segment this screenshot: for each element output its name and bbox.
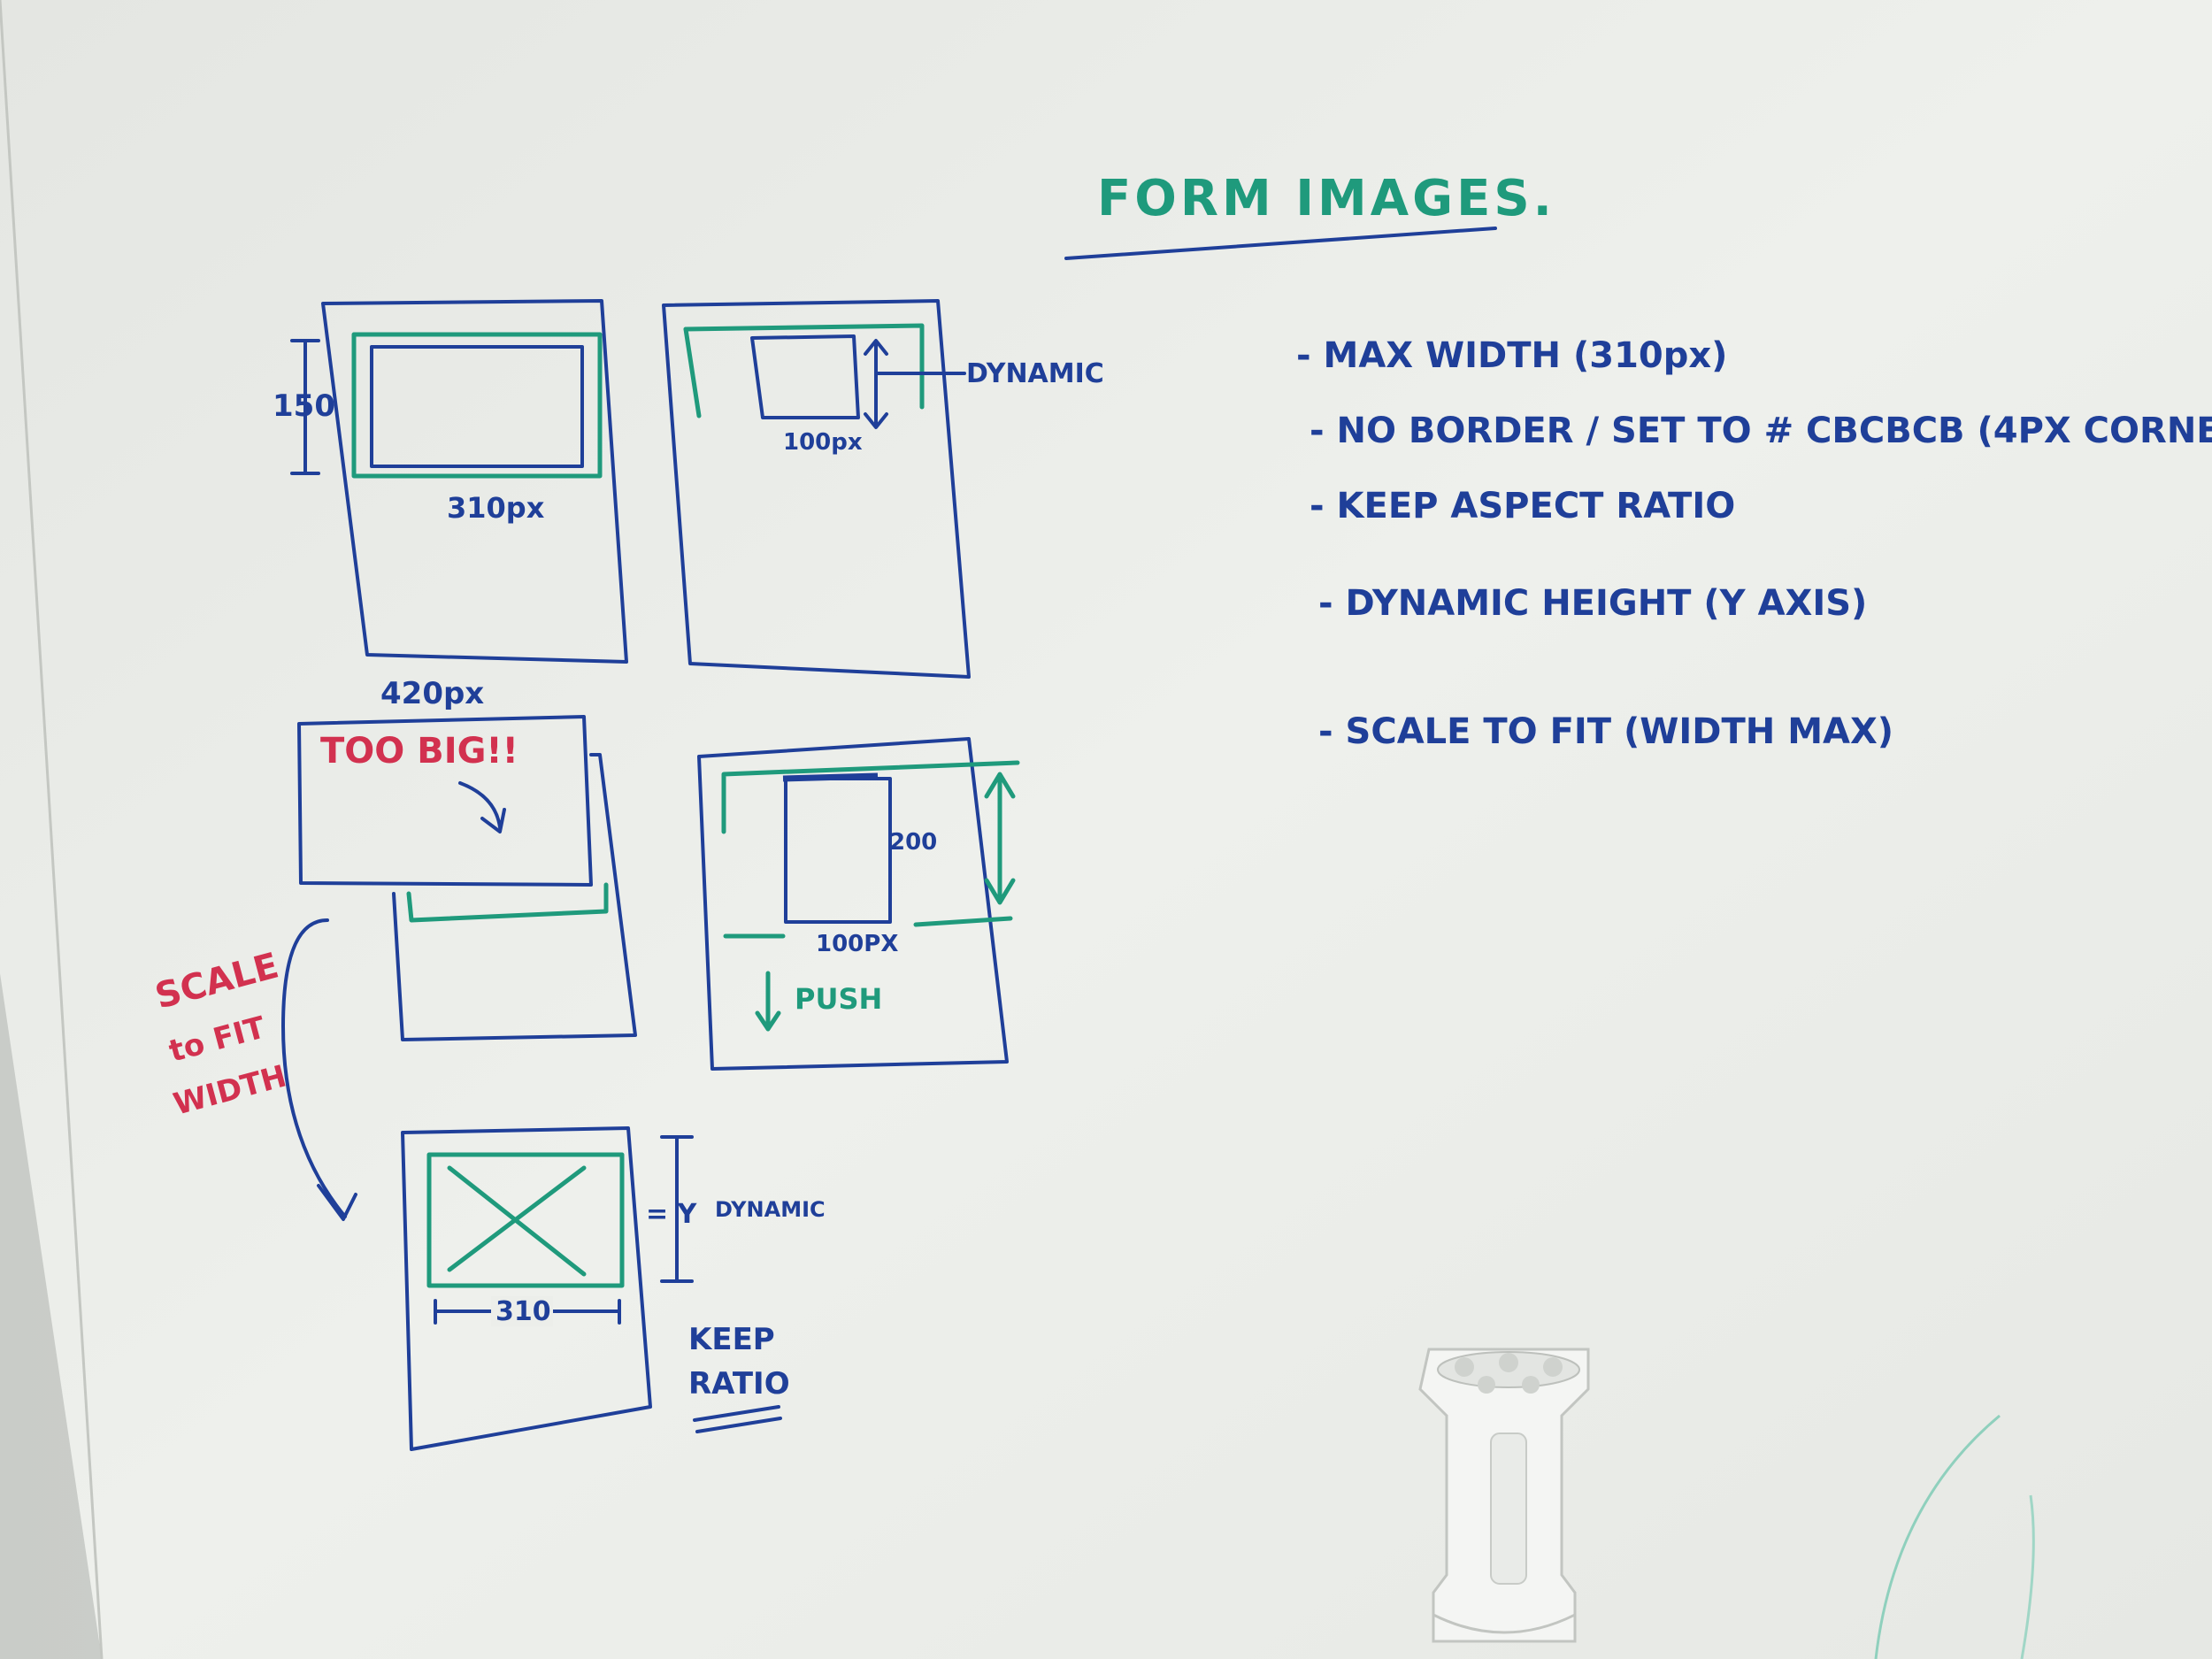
y-label: = Y [646,1199,698,1230]
page-title: FORM IMAGES. [1097,170,1555,227]
note-item: - NO BORDER / SET TO # CBCBCB (4PX CORNE… [1310,411,2212,451]
arrow [458,781,502,829]
sketch-max-width: 150 310px 420px [273,299,628,711]
height-label: 150 [273,388,335,424]
container-bottom [913,916,1013,927]
sketch-dynamic: DYNAMIC 100px [662,299,1104,679]
keep-label: KEEP [688,1322,775,1357]
form-frame [662,299,971,679]
board-edge [0,0,104,1659]
dynamic-label: DYNAMIC [715,1197,826,1222]
width-label: 310 [495,1296,551,1327]
note-item: - KEEP ASPECT RATIO [1310,486,1735,526]
width-label: 100px [783,429,863,456]
too-big-label: TOO BIG!! [320,731,518,772]
image-area [351,332,603,479]
form-frame [392,753,637,1041]
title-underline [1064,227,1497,260]
height-label: 200 [889,829,937,856]
outer-width-label: 420px [380,676,484,711]
marker-holder [1418,1348,1590,1643]
form-frame [697,737,1009,1071]
width-label: 100PX [816,931,898,957]
width-label: 310px [447,491,545,525]
container-edge [406,882,609,923]
image-placeholder [750,334,860,419]
ratio-label: RATIO [688,1366,790,1402]
dynamic-label: DYNAMIC [966,358,1104,389]
note-item: - DYNAMIC HEIGHT (Y AXIS) [1318,583,1867,624]
push-label: PUSH [795,982,882,1016]
image-placeholder [370,345,584,468]
oversized-image [297,715,593,887]
container-top [683,323,925,410]
container-top [721,760,1020,834]
ratio-underline [693,1405,782,1433]
notes-list: - MAX WIDTH (310px) - NO BORDER / SET TO… [1296,335,2212,752]
form-frame [401,1126,652,1451]
form-frame [321,299,628,664]
image-area [426,1152,625,1288]
sketch-push: 200 100PX PUSH [697,737,1020,1071]
scale-arrow [281,918,347,1218]
sketch-too-big: TOO BIG!! [297,715,637,1041]
note-item: - SCALE TO FIT (WIDTH MAX) [1318,711,1893,752]
note-item: - MAX WIDTH (310px) [1296,335,1727,376]
sketch-scaled: 310 = Y DYNAMIC KEEP RATIO [401,1126,826,1451]
faint-scribble [1874,1414,2001,1659]
